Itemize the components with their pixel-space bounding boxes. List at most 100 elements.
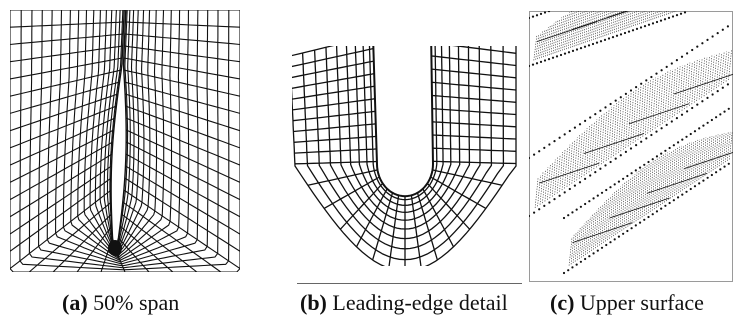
mesh-lines-b bbox=[292, 46, 517, 266]
caption-a: (a) 50% span bbox=[62, 290, 179, 316]
mesh-line bbox=[323, 176, 380, 209]
mesh-line bbox=[292, 85, 375, 100]
edge-dot bbox=[609, 160, 612, 164]
edge-dot bbox=[668, 146, 671, 150]
mesh-line bbox=[124, 81, 240, 114]
mesh-line bbox=[576, 134, 581, 181]
mesh-line bbox=[354, 46, 452, 213]
mesh-line bbox=[678, 145, 682, 194]
mesh-line bbox=[587, 216, 591, 254]
edge-dot bbox=[611, 36, 615, 39]
mesh-line bbox=[652, 11, 654, 20]
edge-dot bbox=[664, 204, 667, 207]
edge-dot bbox=[643, 163, 646, 166]
mesh-line bbox=[325, 46, 481, 240]
edge-dot bbox=[614, 99, 617, 102]
edge-dot bbox=[548, 201, 551, 204]
mesh-line bbox=[588, 123, 593, 173]
edge-dot bbox=[531, 63, 535, 66]
mesh-line bbox=[589, 11, 592, 42]
mesh-line bbox=[432, 108, 517, 116]
mesh-line bbox=[658, 155, 662, 207]
mesh-line bbox=[598, 11, 602, 38]
mesh-line bbox=[609, 193, 613, 239]
edge-dot bbox=[589, 116, 592, 119]
mesh-line bbox=[617, 186, 622, 234]
edge-dot bbox=[711, 35, 714, 38]
mesh-line bbox=[430, 176, 487, 209]
mesh-line bbox=[432, 121, 517, 128]
mesh-line bbox=[600, 11, 604, 38]
edge-dot bbox=[702, 124, 705, 127]
mesh-line bbox=[10, 69, 122, 97]
caption-c: (c) Upper surface bbox=[550, 290, 704, 316]
mesh-line bbox=[568, 237, 573, 266]
mesh-line bbox=[593, 11, 596, 40]
edge-dot bbox=[643, 25, 647, 28]
mesh-line bbox=[566, 12, 570, 50]
mesh-line bbox=[10, 33, 124, 46]
surface-strip bbox=[529, 11, 687, 68]
edge-dot bbox=[558, 194, 561, 197]
edge-dot bbox=[634, 169, 637, 172]
edge-dot bbox=[651, 158, 654, 161]
mesh-line bbox=[371, 192, 394, 261]
mesh-line bbox=[662, 153, 666, 204]
edge-dot bbox=[588, 255, 591, 258]
mesh-line bbox=[537, 32, 541, 60]
edge-dot bbox=[604, 106, 607, 109]
edge-dot bbox=[599, 40, 603, 43]
mesh-line bbox=[582, 221, 587, 257]
edge-dot bbox=[568, 187, 571, 191]
edge-dot bbox=[567, 214, 570, 217]
edge-dot bbox=[547, 58, 551, 61]
mesh-line bbox=[368, 46, 438, 201]
edge-dot bbox=[706, 121, 709, 124]
mesh-line bbox=[451, 46, 517, 54]
edge-dot bbox=[710, 118, 713, 122]
edge-dot bbox=[716, 32, 719, 35]
edge-dot bbox=[623, 31, 627, 35]
mesh-line bbox=[554, 157, 559, 196]
mesh-line bbox=[19, 10, 230, 271]
edge-dot bbox=[558, 136, 561, 139]
edge-dot bbox=[635, 27, 639, 30]
edge-dot bbox=[599, 109, 602, 112]
edge-dot bbox=[584, 202, 587, 206]
mesh-line bbox=[426, 182, 471, 230]
mesh-line bbox=[692, 140, 697, 184]
edge-dot bbox=[543, 59, 547, 62]
edge-dot bbox=[655, 210, 659, 213]
mesh-line bbox=[301, 46, 505, 261]
panel-upper-surface bbox=[529, 11, 733, 282]
mesh-line bbox=[621, 182, 626, 231]
edge-dot bbox=[696, 45, 699, 48]
mesh-line bbox=[599, 204, 603, 246]
edge-dot bbox=[559, 53, 563, 57]
tip-cluster bbox=[108, 240, 122, 256]
mesh-line bbox=[637, 86, 642, 140]
edge-dot bbox=[539, 12, 543, 15]
edge-dot bbox=[638, 166, 642, 169]
edge-dot bbox=[555, 55, 559, 58]
mesh-line bbox=[545, 27, 549, 57]
edge-dot bbox=[563, 133, 566, 136]
edge-dot bbox=[592, 197, 595, 200]
edge-dot bbox=[575, 208, 578, 211]
mesh-line bbox=[431, 55, 517, 67]
mesh-line bbox=[728, 131, 733, 160]
edge-dot bbox=[596, 249, 599, 252]
mesh-line bbox=[720, 52, 725, 85]
mesh-line bbox=[715, 53, 720, 89]
mesh-line bbox=[610, 104, 615, 158]
mesh-line bbox=[642, 83, 647, 137]
edge-dot bbox=[681, 138, 684, 141]
mesh-line bbox=[716, 134, 721, 168]
edge-dot bbox=[664, 149, 667, 152]
mesh-line bbox=[644, 81, 649, 136]
edge-dot bbox=[691, 48, 694, 52]
edge-dot bbox=[651, 22, 655, 25]
mesh-line bbox=[561, 149, 566, 191]
leading-edge-outline bbox=[372, 46, 435, 198]
mesh-line bbox=[313, 46, 493, 250]
